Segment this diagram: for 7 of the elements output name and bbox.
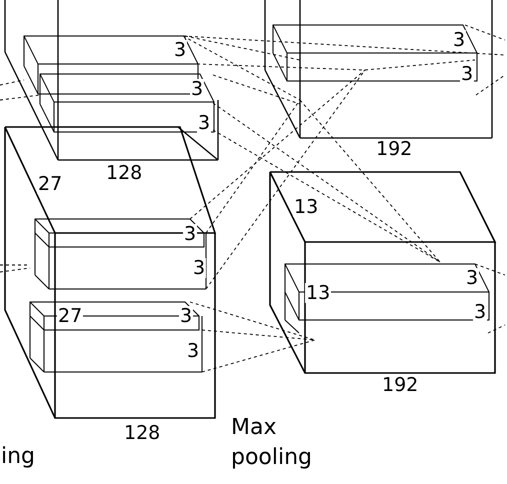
dimension-label: 13 <box>293 197 320 217</box>
kernel-size-label: 3 <box>192 258 206 278</box>
kernel-size-label: 3 <box>197 113 212 133</box>
kernel-size-label: 3 <box>460 64 474 84</box>
dimension-label: 27 <box>37 174 64 194</box>
kernel-size-label: 3 <box>473 302 488 322</box>
dimension-label: 13 <box>305 283 332 303</box>
